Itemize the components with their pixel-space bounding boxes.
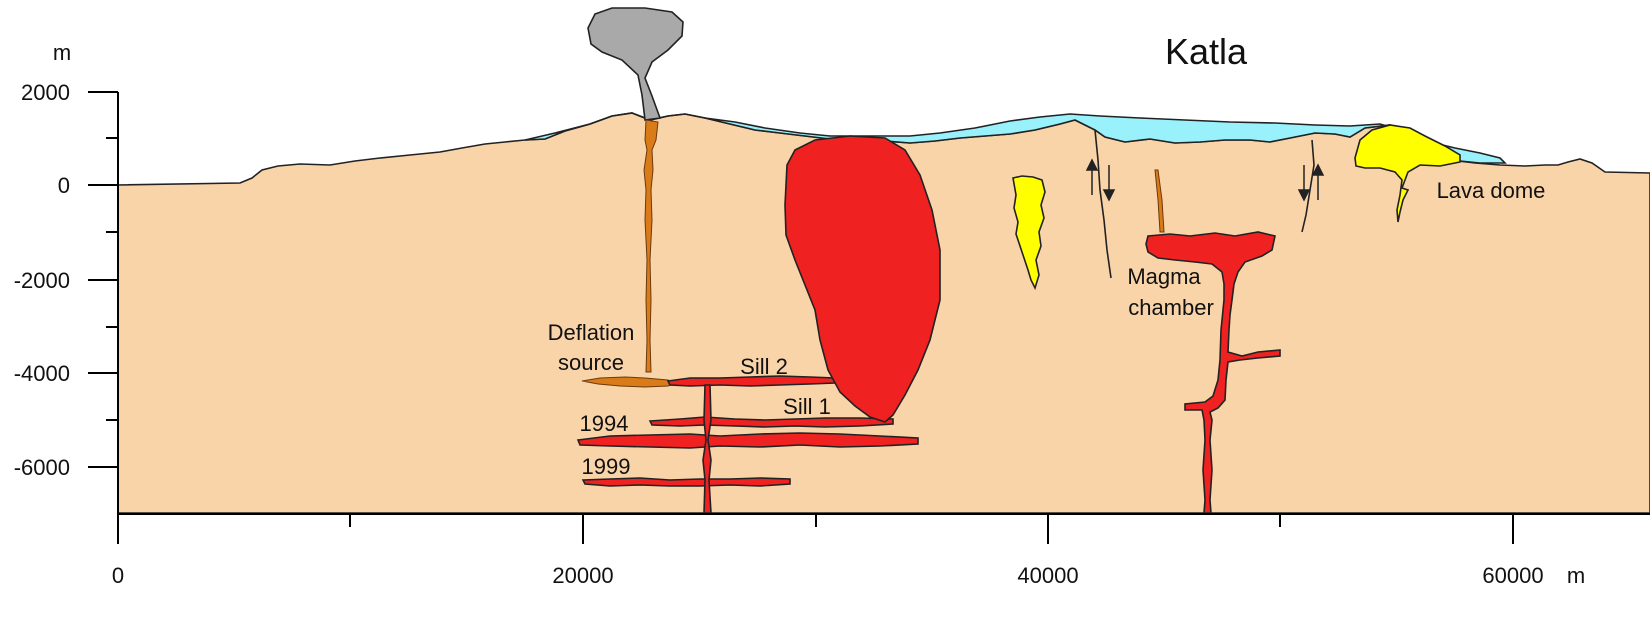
y-tick-label: 2000 [21, 80, 70, 105]
sill-connecting-dike [703, 385, 711, 513]
sill-1999-body [583, 478, 790, 486]
lava-dome-label: Lava dome [1437, 178, 1546, 203]
ash-plume [588, 8, 683, 120]
sill-1994-body [578, 433, 918, 448]
y-tick-label: -2000 [14, 268, 70, 293]
y-axis-unit: m [53, 40, 71, 65]
year-1994-label: 1994 [580, 411, 629, 436]
x-tick-label: 0 [112, 563, 124, 588]
y-tick-label: -6000 [14, 455, 70, 480]
sill-1-label: Sill 1 [783, 394, 831, 419]
x-tick-label: 60000 [1482, 563, 1543, 588]
deflation-source-label-line2: source [558, 350, 624, 375]
x-tick-label: 20000 [552, 563, 613, 588]
magma-chamber-label-line2: chamber [1128, 295, 1214, 320]
x-axis-unit: m [1567, 563, 1585, 588]
x-tick-label: 40000 [1017, 563, 1078, 588]
sill-2-label: Sill 2 [740, 354, 788, 379]
diagram-title: Katla [1165, 31, 1248, 72]
y-tick-label: 0 [58, 173, 70, 198]
year-1999-label: 1999 [582, 454, 631, 479]
y-axis [88, 92, 118, 514]
magma-chamber-label-line1: Magma [1127, 264, 1201, 289]
y-tick-label: -4000 [14, 361, 70, 386]
deflation-source-label-line1: Deflation [548, 320, 635, 345]
x-axis [118, 514, 1650, 544]
